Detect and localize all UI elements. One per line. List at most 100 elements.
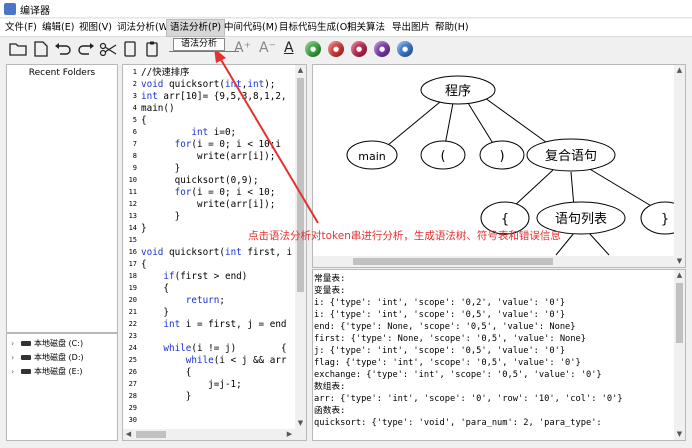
purple-color-button[interactable]: ● [374, 41, 390, 57]
menu-edit[interactable]: 编辑(E) [42, 22, 75, 33]
tree-node-rparen[interactable] [479, 140, 525, 170]
open-folder-icon[interactable] [8, 39, 28, 59]
tree-horizontal-scrollbar[interactable] [313, 256, 674, 267]
tree-node-lparen[interactable] [420, 140, 466, 170]
menu-syntax-analysis[interactable]: 语法分析(P) [166, 19, 226, 37]
title-bar: 编译器 [0, 0, 692, 18]
editor-vertical-scrollbar[interactable]: ▲ ▼ [295, 65, 306, 429]
color-icon: ● [355, 45, 363, 53]
output-vertical-scrollbar[interactable]: ▲ ▼ [674, 270, 685, 440]
line-number: 15 [128, 236, 137, 244]
window-title: 编译器 [20, 6, 50, 17]
chevron-right-icon[interactable]: › [11, 339, 15, 348]
scrollbar-thumb[interactable] [353, 258, 553, 265]
tree-label: 复合语句 [545, 149, 597, 164]
line-number: 14 [128, 224, 137, 232]
code-line: return; [185, 295, 225, 306]
menu-lexical-analysis[interactable]: 词法分析(W) [117, 22, 172, 33]
red-color-button[interactable]: ● [328, 41, 344, 57]
blue-color-button[interactable]: ● [397, 41, 413, 57]
syntax-tree-panel: 程序 main ( ) 复合语句 { 语句列表 } ▲ ▼ [312, 64, 686, 268]
code-line: while(i != j) { [163, 343, 287, 354]
line-number: 8 [132, 152, 137, 160]
font-decrease-icon[interactable]: A⁻ [259, 40, 276, 56]
font-increase-icon[interactable]: A⁺ [234, 40, 251, 56]
redo-icon[interactable] [76, 39, 96, 59]
line-number: 2 [132, 80, 137, 88]
crimson-color-button[interactable]: ● [351, 41, 367, 57]
line-number: 17 [128, 260, 137, 268]
scrollbar-thumb[interactable] [297, 78, 304, 292]
menu-export-image[interactable]: 导出图片 [392, 22, 431, 33]
green-color-button[interactable]: ● [305, 41, 321, 57]
line-number: 5 [132, 116, 137, 124]
menu-intermediate-code[interactable]: 中间代码(M) [224, 22, 278, 33]
tree-vertical-scrollbar[interactable]: ▲ ▼ [674, 65, 685, 267]
output-line: i: {'type': 'int', 'scope': '0,5', 'valu… [314, 310, 566, 320]
new-file-icon[interactable] [31, 39, 51, 59]
drive-label: 本地磁盘 (D:) [34, 353, 84, 362]
tree-node-compound-statement[interactable] [526, 138, 616, 172]
tree-node-program[interactable] [420, 75, 496, 105]
chevron-right-icon[interactable]: › [11, 367, 15, 376]
tree-label: main [358, 150, 386, 163]
line-number: 24 [128, 344, 137, 352]
drive-label: 本地磁盘 (C:) [34, 339, 84, 348]
hard-disk-icon [21, 354, 31, 360]
recent-folders-header: Recent Folders [28, 68, 96, 78]
tree-node-main[interactable] [346, 140, 398, 170]
code-line: int i = first, j = end [163, 319, 287, 330]
scroll-down-icon[interactable]: ▼ [674, 429, 685, 440]
scrollbar-thumb[interactable] [136, 431, 166, 438]
code-line: int i=0; [191, 127, 237, 138]
scroll-left-icon[interactable]: ◀ [123, 429, 134, 440]
scroll-right-icon[interactable]: ▶ [284, 429, 295, 440]
line-number: 9 [132, 164, 137, 172]
menu-view[interactable]: 视图(V) [79, 22, 112, 33]
scroll-up-icon[interactable]: ▲ [295, 65, 306, 76]
menu-target-code[interactable]: 目标代码生成(O) [279, 22, 351, 33]
symbol-table-output[interactable]: 常量表:变量表:i: {'type': 'int', 'scope': '0,2… [312, 269, 686, 441]
scroll-up-icon[interactable]: ▲ [674, 65, 685, 76]
menu-algorithms[interactable]: 相关算法 [347, 22, 386, 33]
hard-disk-icon [21, 368, 31, 374]
scroll-down-icon[interactable]: ▼ [295, 418, 306, 429]
scroll-down-icon[interactable]: ▼ [674, 256, 685, 267]
menu-help[interactable]: 帮助(H) [435, 22, 469, 33]
line-number: 21 [128, 308, 137, 316]
scroll-up-icon[interactable]: ▲ [674, 270, 685, 281]
code-line: { [141, 283, 169, 294]
drive-e[interactable]: ›本地磁盘 (E:) [11, 365, 83, 378]
code-line: while(i < j && arr [185, 355, 287, 366]
code-line: quicksort(0,9); [174, 175, 259, 186]
font-color-icon[interactable]: A [284, 40, 294, 56]
code-line: } [141, 391, 192, 402]
code-line: void quicksort(int first, i [141, 247, 293, 258]
menu-file[interactable]: 文件(F) [5, 22, 37, 33]
drive-c[interactable]: › 本地磁盘 (C:) [11, 337, 83, 350]
line-number: 13 [128, 212, 137, 220]
line-number: 7 [132, 140, 137, 148]
code-line: } [141, 163, 181, 174]
undo-icon[interactable] [53, 39, 73, 59]
tree-node-statement-list[interactable] [536, 201, 626, 235]
tree-label: { [501, 212, 509, 227]
line-number: 1 [132, 68, 137, 76]
line-number: 16 [128, 248, 137, 256]
color-icon: ● [401, 45, 409, 53]
scrollbar-thumb[interactable] [676, 283, 683, 343]
tree-label: } [661, 212, 669, 227]
paste-icon[interactable] [142, 39, 162, 59]
copy-icon[interactable] [120, 39, 140, 59]
chevron-right-icon[interactable]: › [11, 353, 15, 362]
editor-horizontal-scrollbar[interactable]: ◀ ▶ [123, 429, 306, 440]
line-number: 20 [128, 296, 137, 304]
cut-icon[interactable] [98, 39, 118, 59]
line-number: 26 [128, 368, 137, 376]
code-line: void quicksort(int,int); [141, 79, 276, 90]
drive-d[interactable]: › 本地磁盘 (D:) [11, 351, 84, 364]
color-icon: ● [332, 45, 340, 53]
line-number: 30 [128, 416, 137, 424]
tree-node-lbrace[interactable] [480, 201, 530, 235]
